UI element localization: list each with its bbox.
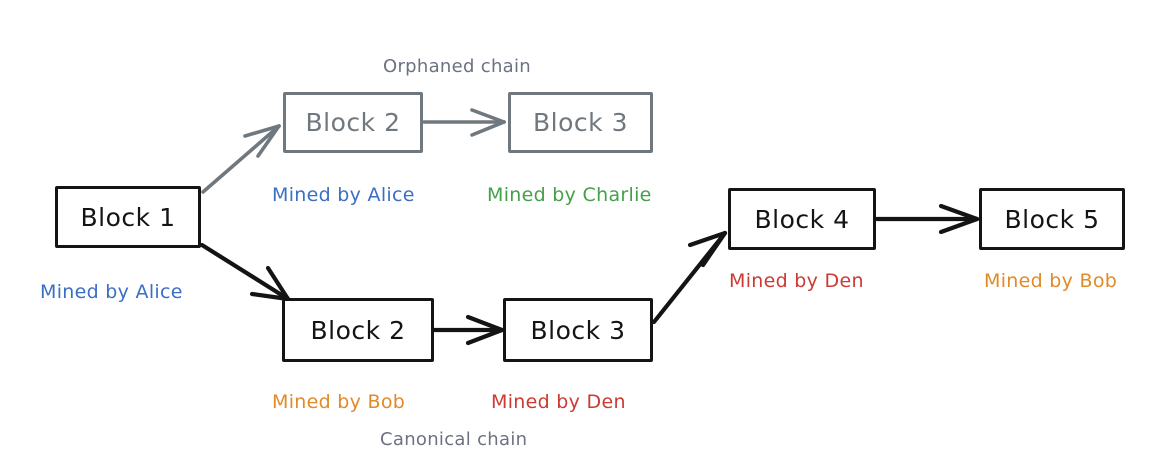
orphaned-chain-note: Orphaned chain (383, 56, 532, 77)
orphan-block-3-label: Block 3 (533, 108, 628, 137)
orphan-block-2-label: Block 2 (305, 108, 401, 137)
orphan-block-2-miner-label: Mined by Alice (272, 184, 415, 206)
arrow-block1-to-orphan-block2 (201, 124, 281, 194)
block-1[interactable]: Block 1 (55, 186, 201, 248)
canonical-block-5[interactable]: Block 5 (979, 188, 1125, 250)
canonical-block-4-miner-label: Mined by Den (729, 270, 864, 292)
canonical-block-2-label: Block 2 (310, 315, 406, 345)
canonical-block-5-miner-label: Mined by Bob (984, 270, 1118, 292)
orphan-block-3[interactable]: Block 3 (508, 92, 653, 153)
block-1-label: Block 1 (80, 202, 176, 232)
arrow-block1-to-canon-block2 (199, 242, 291, 302)
orphan-block-3-miner-label: Mined by Charlie (487, 184, 652, 206)
arrow-orphan-block2-to-orphan-block3 (422, 108, 506, 137)
canonical-chain-note: Canonical chain (380, 429, 528, 450)
block-1-miner-label: Mined by Alice (40, 281, 183, 303)
canonical-block-5-label: Block 5 (1004, 204, 1100, 234)
arrow-canon-block3-to-canon-block4 (651, 230, 728, 325)
canonical-block-2[interactable]: Block 2 (282, 298, 434, 362)
canonical-block-4[interactable]: Block 4 (728, 188, 876, 250)
canonical-block-2-miner-label: Mined by Bob (272, 391, 406, 413)
arrow-canon-block4-to-canon-block5 (874, 203, 980, 235)
canonical-block-3[interactable]: Block 3 (503, 298, 653, 362)
orphan-block-2[interactable]: Block 2 (283, 92, 423, 153)
arrow-canon-block2-to-canon-block3 (431, 314, 505, 346)
canonical-block-4-label: Block 4 (754, 204, 850, 234)
canonical-block-3-miner-label: Mined by Den (491, 391, 626, 413)
canonical-block-3-label: Block 3 (530, 315, 626, 345)
